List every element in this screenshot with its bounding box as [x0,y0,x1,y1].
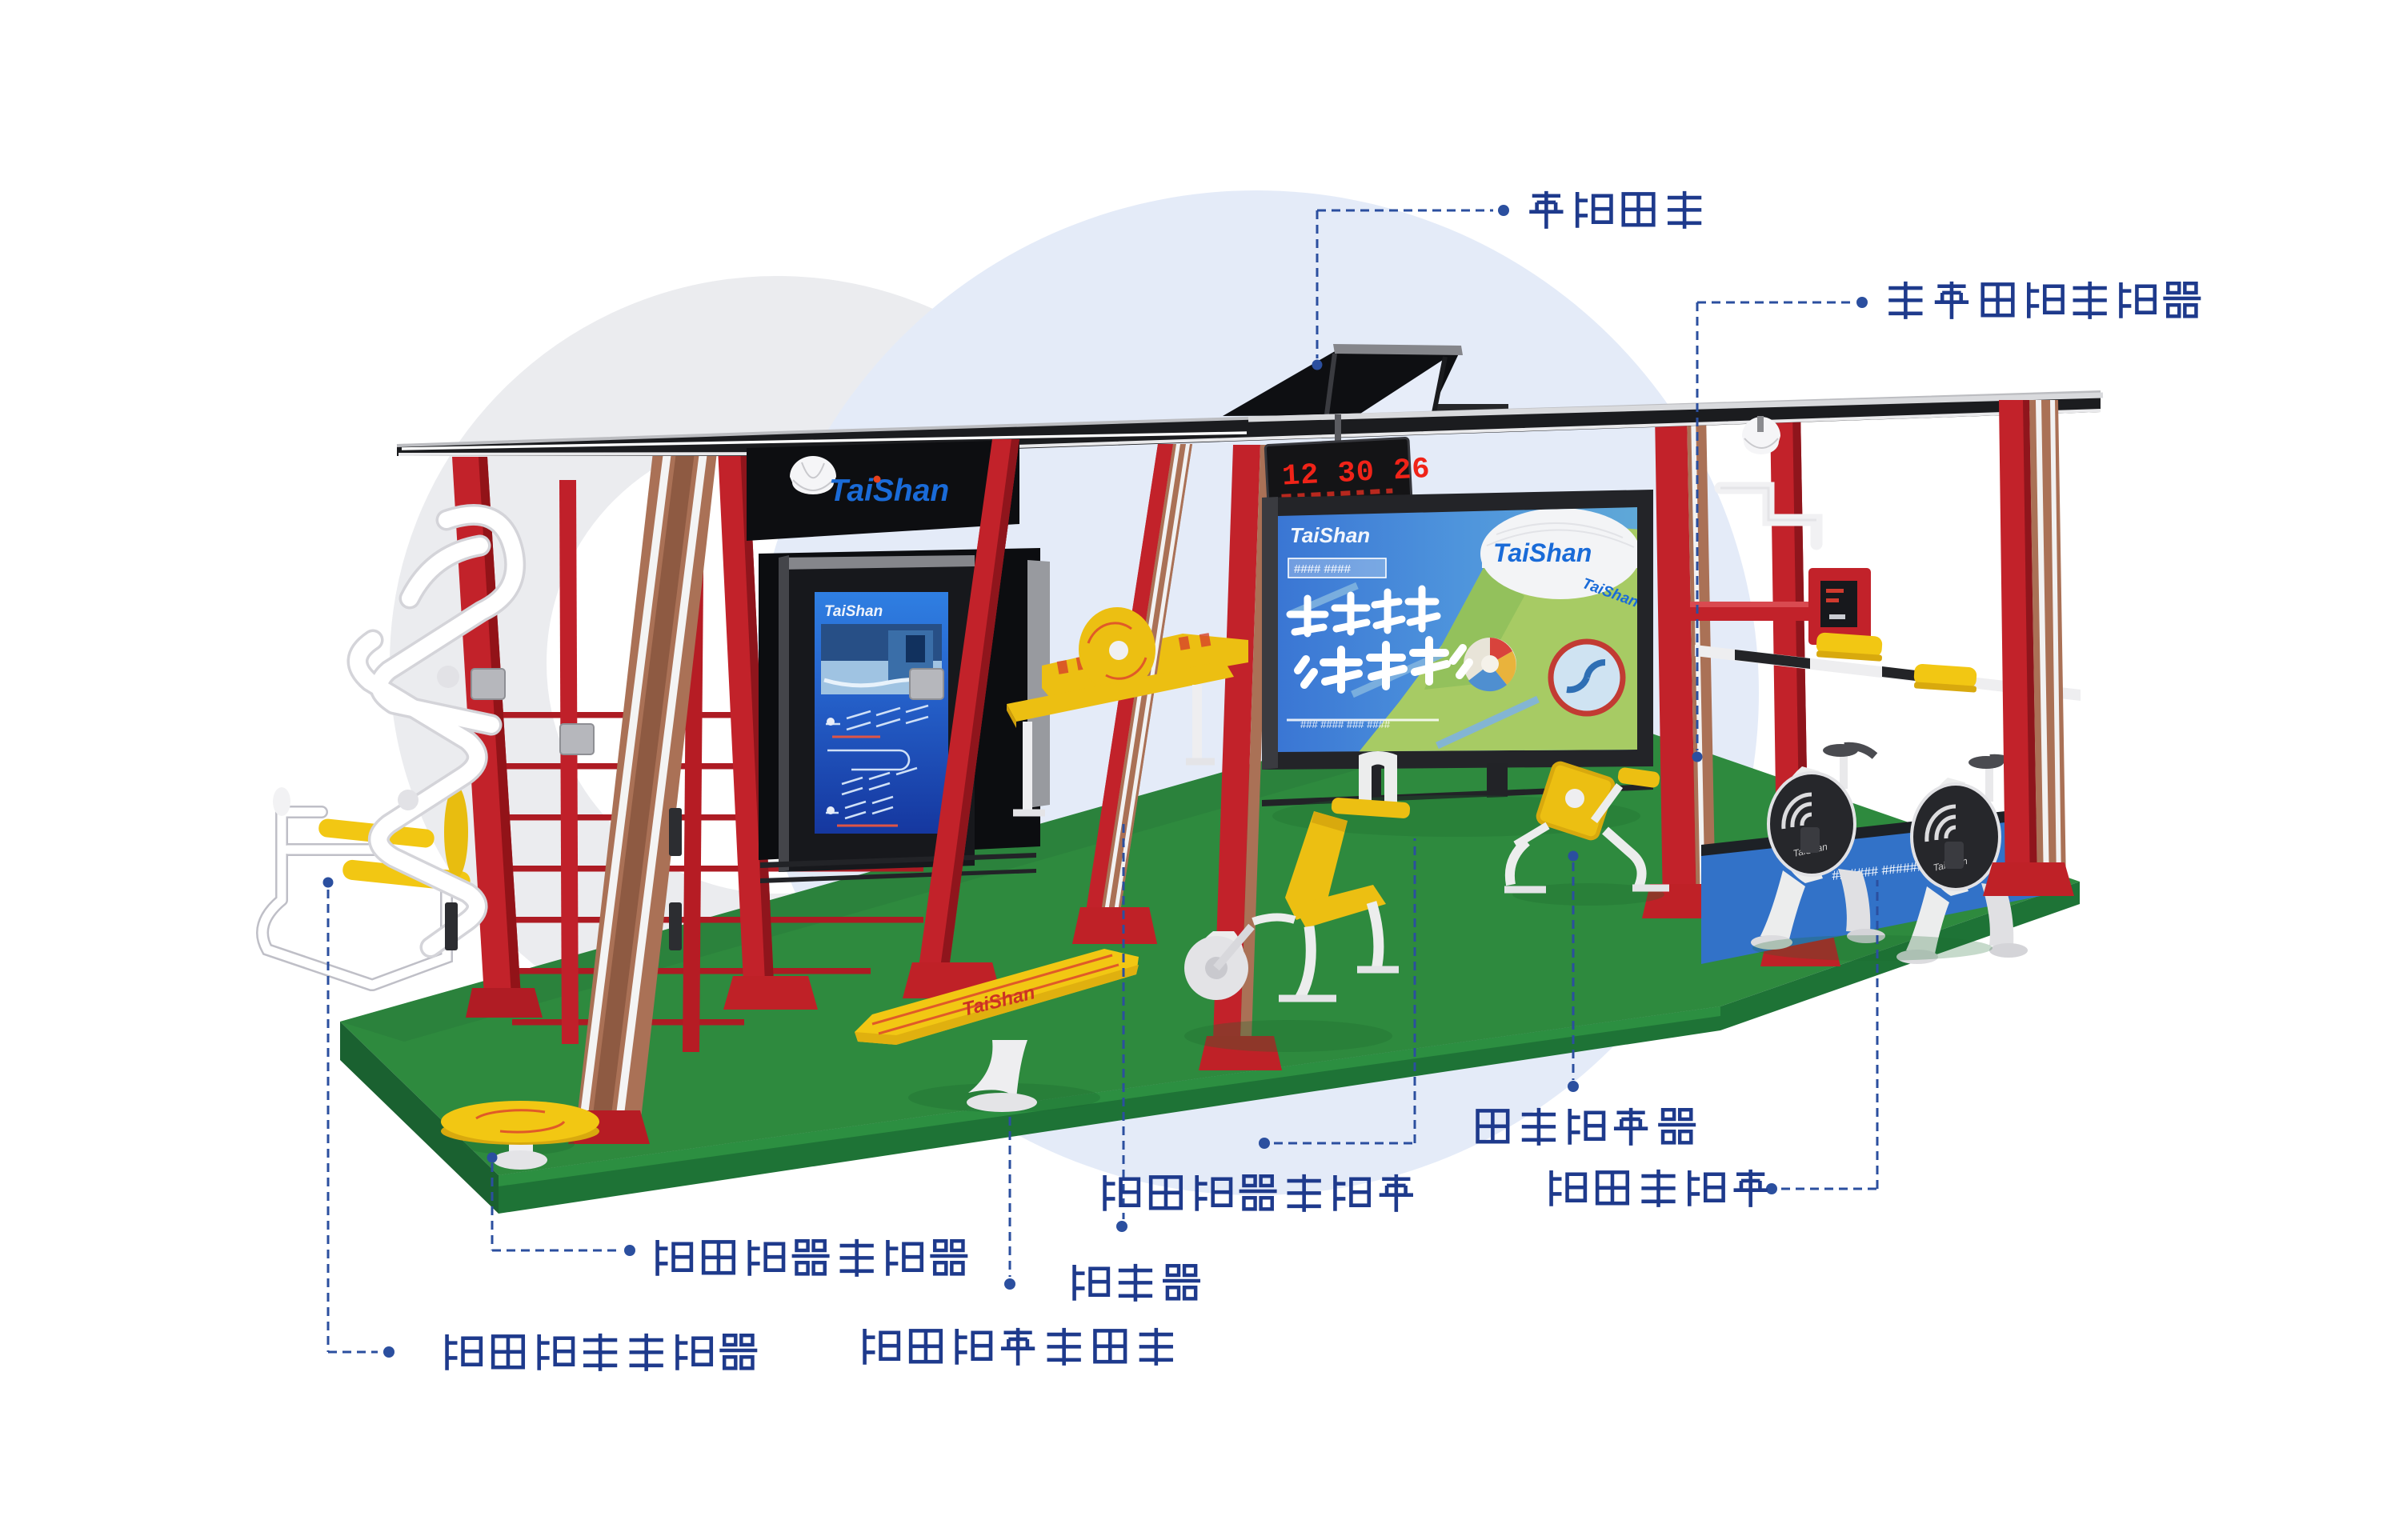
svg-text:#### ####: #### #### [1294,562,1352,576]
svg-text:TaiShan: TaiShan [1290,523,1370,547]
svg-text:### #### ### ####: ### #### ### #### [1300,718,1391,730]
svg-text:12 30 26: 12 30 26 [1281,453,1432,494]
svg-text:TaiShan: TaiShan [829,474,949,508]
svg-text:TaiShan: TaiShan [1493,538,1592,567]
svg-text:TaiShan: TaiShan [824,603,883,620]
